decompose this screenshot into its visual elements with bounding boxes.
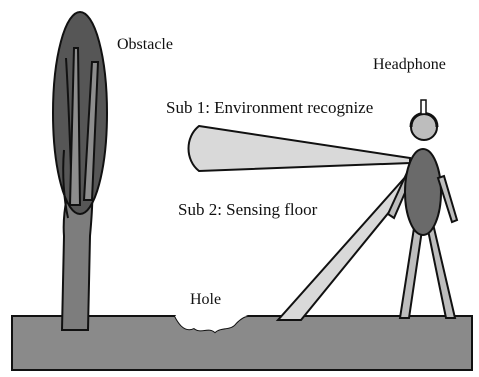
sub1-label: Sub 1: Environment recognize — [166, 99, 373, 116]
hole-label: Hole — [190, 292, 221, 308]
person-body — [405, 149, 441, 235]
obstacle-label: Obstacle — [117, 37, 173, 53]
person-left-leg — [400, 228, 422, 318]
sub2-label: Sub 2: Sensing floor — [178, 201, 317, 218]
person-right-leg — [428, 228, 455, 318]
environment-beam — [189, 126, 411, 171]
floor-beam — [278, 174, 412, 320]
headphone-label: Headphone — [373, 57, 446, 73]
person — [388, 100, 457, 318]
headphone-antenna — [421, 100, 426, 114]
